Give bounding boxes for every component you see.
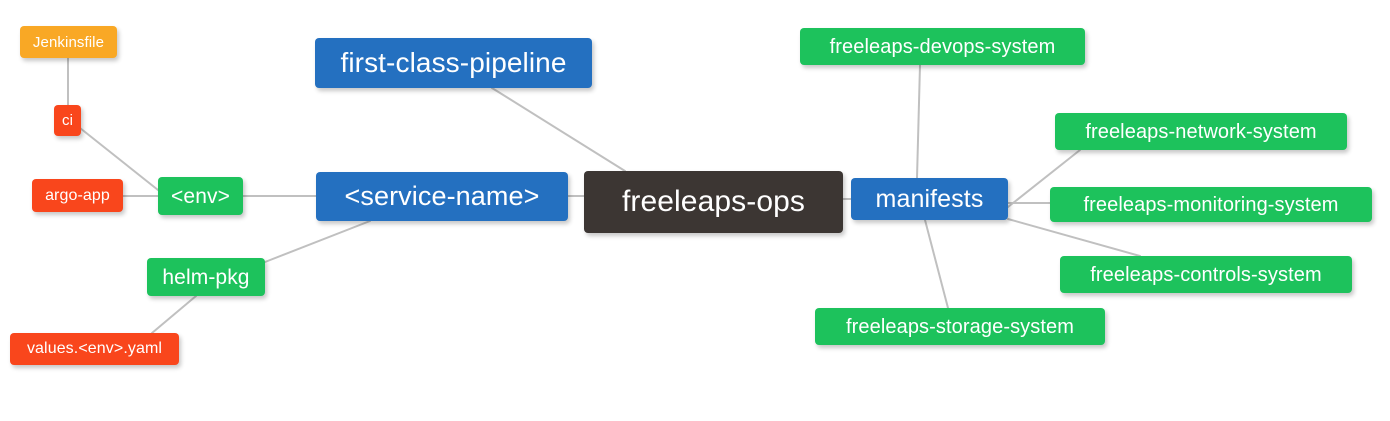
- node-freeleaps-controls-system[interactable]: freeleaps-controls-system: [1060, 256, 1352, 293]
- node-service-name[interactable]: <service-name>: [316, 172, 568, 221]
- edge-helm-pkg-to-service-name: [264, 220, 371, 263]
- edge-manifests-to-freeleaps-devops-system: [916, 64, 921, 179]
- node-first-class-pipeline[interactable]: first-class-pipeline: [315, 38, 592, 88]
- node-label-freeleaps-monitoring-system: freeleaps-monitoring-system: [1083, 193, 1339, 216]
- node-values-yaml[interactable]: values.<env>.yaml: [10, 333, 179, 365]
- node-argo-app[interactable]: argo-app: [32, 179, 123, 212]
- node-label-freeleaps-storage-system: freeleaps-storage-system: [845, 315, 1075, 338]
- node-label-env: <env>: [171, 184, 230, 208]
- node-freeleaps-storage-system[interactable]: freeleaps-storage-system: [815, 308, 1105, 345]
- node-manifests[interactable]: manifests: [851, 178, 1008, 220]
- edge-first-class-pipeline-to-freeleaps-ops: [491, 87, 626, 172]
- node-label-ci: ci: [61, 112, 74, 129]
- node-label-argo-app: argo-app: [45, 186, 110, 204]
- node-label-values-yaml: values.<env>.yaml: [26, 340, 163, 357]
- node-helm-pkg[interactable]: helm-pkg: [147, 258, 265, 296]
- edge-values-yaml-to-helm-pkg: [151, 295, 197, 334]
- edge-manifests-to-freeleaps-storage-system: [924, 219, 949, 309]
- node-label-freeleaps-ops: freeleaps-ops: [621, 185, 806, 218]
- edge-manifests-to-freeleaps-controls-system: [1007, 218, 1141, 257]
- node-jenkinsfile[interactable]: Jenkinsfile: [20, 26, 117, 58]
- node-label-freeleaps-controls-system: freeleaps-controls-system: [1090, 263, 1322, 286]
- node-label-first-class-pipeline: first-class-pipeline: [340, 47, 567, 78]
- node-label-helm-pkg: helm-pkg: [162, 265, 250, 289]
- node-label-manifests: manifests: [875, 184, 984, 213]
- node-freeleaps-network-system[interactable]: freeleaps-network-system: [1055, 113, 1347, 150]
- node-env[interactable]: <env>: [158, 177, 243, 215]
- node-freeleaps-devops-system[interactable]: freeleaps-devops-system: [800, 28, 1085, 65]
- node-label-freeleaps-devops-system: freeleaps-devops-system: [829, 35, 1056, 58]
- node-freeleaps-monitoring-system[interactable]: freeleaps-monitoring-system: [1050, 187, 1372, 222]
- node-freeleaps-ops[interactable]: freeleaps-ops: [584, 171, 843, 233]
- node-label-freeleaps-network-system: freeleaps-network-system: [1085, 120, 1317, 143]
- node-ci[interactable]: ci: [54, 105, 81, 136]
- node-label-jenkinsfile: Jenkinsfile: [32, 33, 105, 51]
- node-label-service-name: <service-name>: [344, 181, 540, 211]
